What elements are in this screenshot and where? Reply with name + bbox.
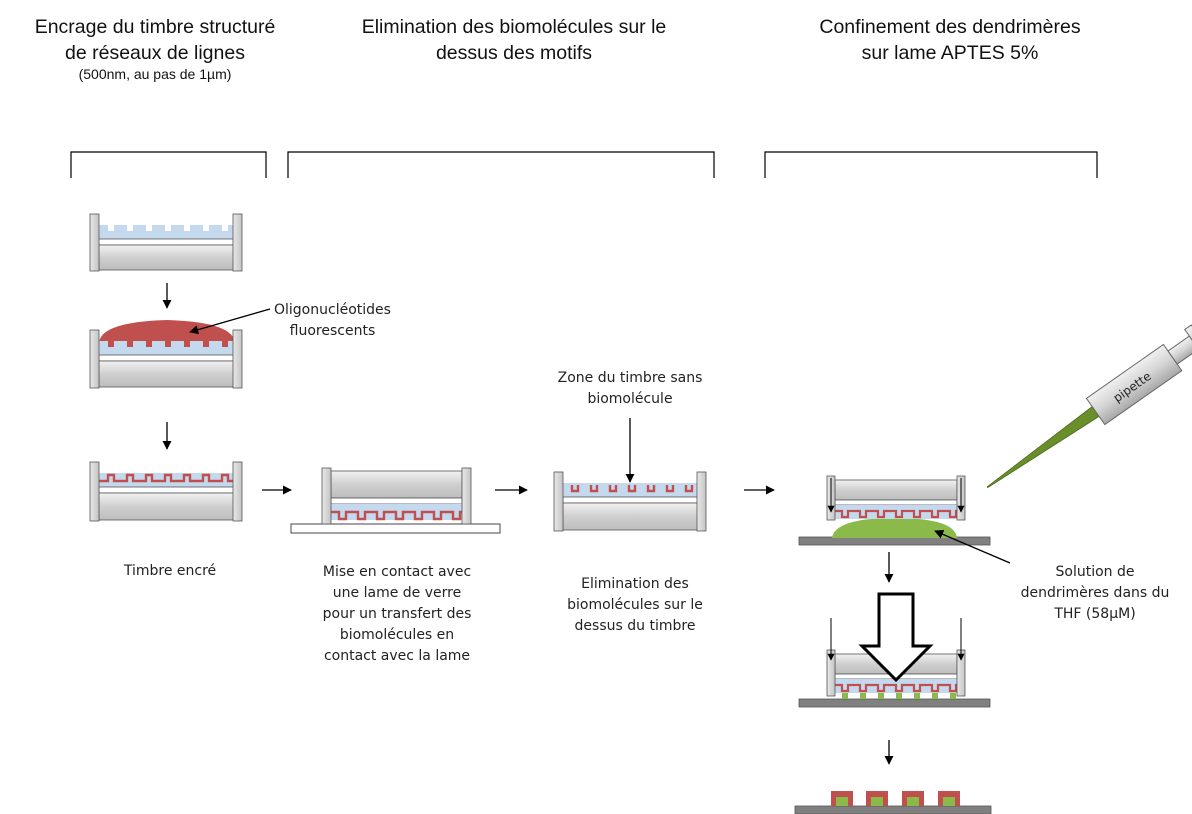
elimination-label: Elimination des biomolécules sur le dess… — [535, 574, 735, 637]
solution-label: Solution de dendrimères dans du THF (58µ… — [1000, 562, 1190, 625]
timbre-encre-label: Timbre encré — [123, 563, 217, 579]
contact-label-line1: Mise en contact avec — [322, 564, 472, 580]
step1-subtitle: (500nm, au pas de 1µm) — [78, 66, 232, 82]
oligo-pointer-arrow — [189, 308, 271, 335]
stamp-contact-glass — [290, 467, 501, 534]
oligo-label-line1: Oligonucléotides — [274, 302, 391, 318]
contact-label: Mise en contact avec une lame de verre p… — [292, 562, 502, 667]
contact-label-line3: pour un transfert des — [322, 606, 472, 622]
elimination-label-line2: biomolécules sur le — [567, 597, 703, 613]
step2-header: Elimination des biomolécules sur le dess… — [318, 14, 710, 66]
stamp-after-elimination — [553, 471, 707, 532]
stamp-pressed — [798, 592, 991, 708]
stamp-above-dendrimers — [798, 475, 991, 546]
step2-header-line1: Elimination des biomolécules sur le — [361, 16, 667, 38]
elimination-label-line1: Elimination des — [581, 576, 689, 592]
bracket-step3 — [764, 151, 1098, 178]
step3-header: Confinement des dendrimères sur lame APT… — [780, 14, 1120, 66]
solution-label-line3: THF (58µM) — [1054, 606, 1136, 622]
stamp-with-oligo-drop — [89, 320, 243, 389]
press-arrow — [858, 592, 934, 683]
step2-header-line2: dessus des motifs — [435, 42, 593, 64]
solution-label-line2: dendrimères dans du — [1020, 585, 1170, 601]
final-pattern-slide — [794, 791, 992, 814]
step1-header: Encrage du timbre structuré de réseaux d… — [0, 14, 310, 66]
zone-label-line1: Zone du timbre sans — [557, 370, 703, 386]
contact-label-line5: contact avec la lame — [323, 648, 471, 664]
step3-header-line2: sur lame APTES 5% — [861, 42, 1039, 64]
stamp-blank — [89, 213, 243, 272]
contact-label-line2: une lame de verre — [332, 585, 462, 601]
solution-label-line1: Solution de — [1055, 564, 1135, 580]
contact-label-line4: biomolécules en — [339, 627, 455, 643]
step3-header-line1: Confinement des dendrimères — [819, 16, 1081, 38]
bracket-step2 — [287, 151, 715, 178]
bracket-step1 — [70, 151, 267, 178]
step1-header-line2: de réseaux de lignes — [65, 42, 245, 64]
pipette: pipette — [986, 324, 1192, 489]
solution-pointer-arrow — [934, 530, 1011, 564]
elimination-label-line3: dessus du timbre — [574, 618, 696, 634]
oligo-label: Oligonucléotides fluorescents — [274, 300, 391, 342]
oligo-label-line2: fluorescents — [289, 323, 376, 339]
zone-label: Zone du timbre sans biomolécule — [530, 368, 730, 410]
stamp-inked — [89, 461, 243, 522]
step1-header-line1: Encrage du timbre structuré — [34, 16, 276, 38]
zone-label-line2: biomolécule — [587, 391, 673, 407]
